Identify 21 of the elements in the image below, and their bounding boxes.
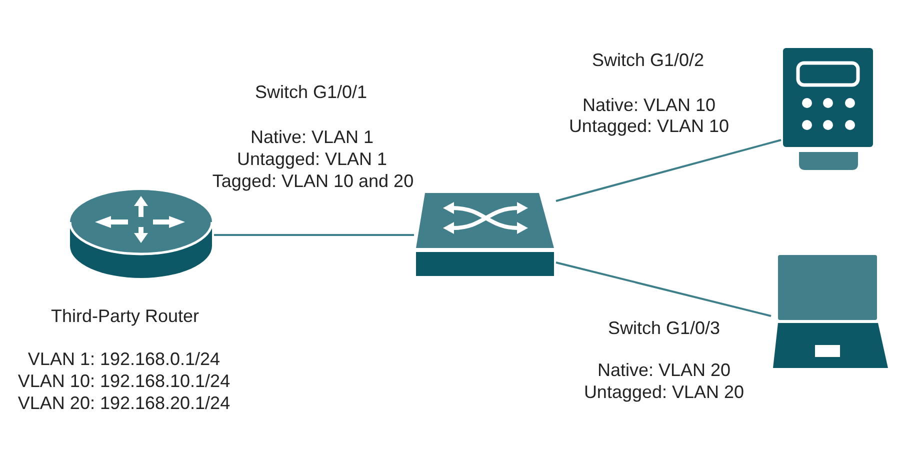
laptop-icon — [771, 254, 890, 370]
port-setting: Native: VLAN 20 — [597, 359, 731, 381]
device-name: Third-Party Router — [50, 305, 200, 327]
port-setting: Untagged: VLAN 20 — [584, 381, 744, 403]
port-name: Switch G1/0/1 — [254, 81, 368, 103]
keypad-terminal-icon — [781, 46, 875, 172]
connection-line — [214, 234, 414, 236]
port-name: Switch G1/0/3 — [608, 317, 720, 339]
ip-address: VLAN 20: 192.168.20.1/24 — [18, 392, 230, 414]
ip-address: VLAN 10: 192.168.10.1/24 — [18, 370, 230, 392]
connection-line — [556, 139, 782, 202]
switch-icon — [414, 191, 556, 278]
connection-line — [556, 262, 772, 317]
port-name: Switch G1/0/2 — [592, 49, 704, 71]
port-setting: Native: VLAN 1 — [250, 126, 374, 148]
router-icon — [68, 188, 214, 280]
ip-address: VLAN 1: 192.168.0.1/24 — [28, 348, 220, 370]
port-setting: Native: VLAN 10 — [582, 94, 716, 116]
port-setting: Untagged: VLAN 10 — [568, 115, 730, 137]
port-setting: Tagged: VLAN 10 and 20 — [212, 170, 414, 192]
port-setting: Untagged: VLAN 1 — [236, 148, 388, 170]
